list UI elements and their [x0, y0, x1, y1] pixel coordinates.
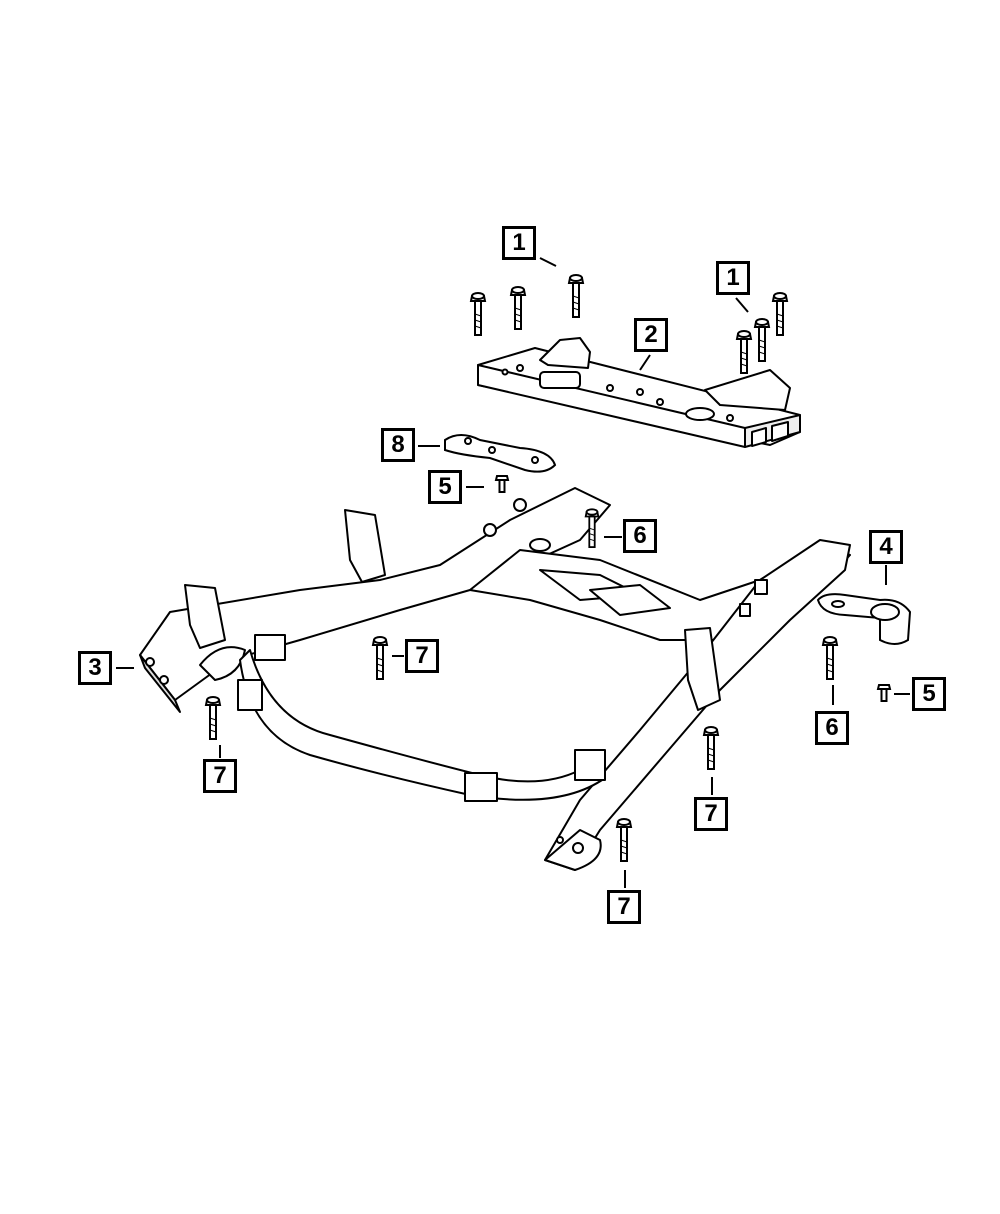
rear-crossmember-beam [477, 337, 801, 448]
callout-5: 5 [912, 677, 946, 711]
front-suspension-cradle [139, 487, 851, 871]
callout-7: 7 [694, 797, 728, 831]
callout-7: 7 [203, 759, 237, 793]
callout-6: 6 [623, 519, 657, 553]
callout-5: 5 [428, 470, 462, 504]
callout-7: 7 [607, 890, 641, 924]
callout-8: 8 [381, 428, 415, 462]
mount-bracket [444, 434, 557, 473]
callout-6: 6 [815, 711, 849, 745]
callout-7: 7 [405, 639, 439, 673]
callout-1: 1 [716, 261, 750, 295]
callout-4: 4 [869, 530, 903, 564]
leader-lines [116, 257, 910, 888]
mount-bushing [816, 593, 912, 645]
callout-2: 2 [634, 318, 668, 352]
callout-1: 1 [502, 226, 536, 260]
callout-3: 3 [78, 651, 112, 685]
